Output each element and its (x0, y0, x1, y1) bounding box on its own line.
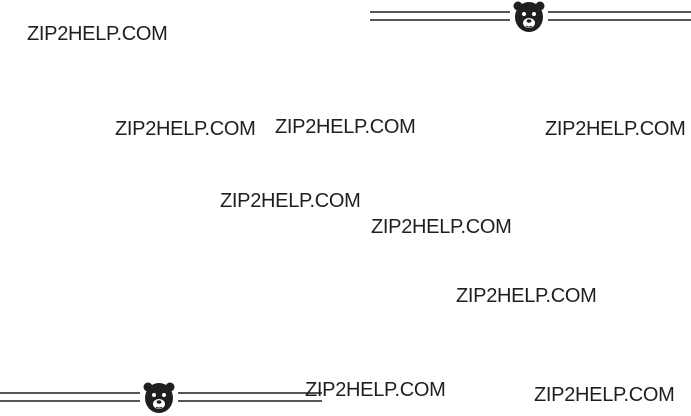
watermark-text: ZIP2HELP.COM (115, 118, 256, 140)
watermark-text: ZIP2HELP.COM (371, 216, 512, 238)
watermark-text: ZIP2HELP.COM (305, 379, 446, 401)
footer-ornament-rule (0, 377, 325, 416)
watermark-text: ZIP2HELP.COM (456, 285, 597, 307)
watermark-text: ZIP2HELP.COM (545, 118, 686, 140)
watermark-text: ZIP2HELP.COM (534, 384, 675, 406)
bear-logo-icon (143, 382, 175, 413)
bear-logo-icon (513, 1, 545, 32)
header-ornament-rule (368, 0, 691, 40)
watermark-text: ZIP2HELP.COM (220, 190, 361, 212)
watermark-text: ZIP2HELP.COM (27, 23, 168, 45)
watermark-text: ZIP2HELP.COM (275, 116, 416, 138)
